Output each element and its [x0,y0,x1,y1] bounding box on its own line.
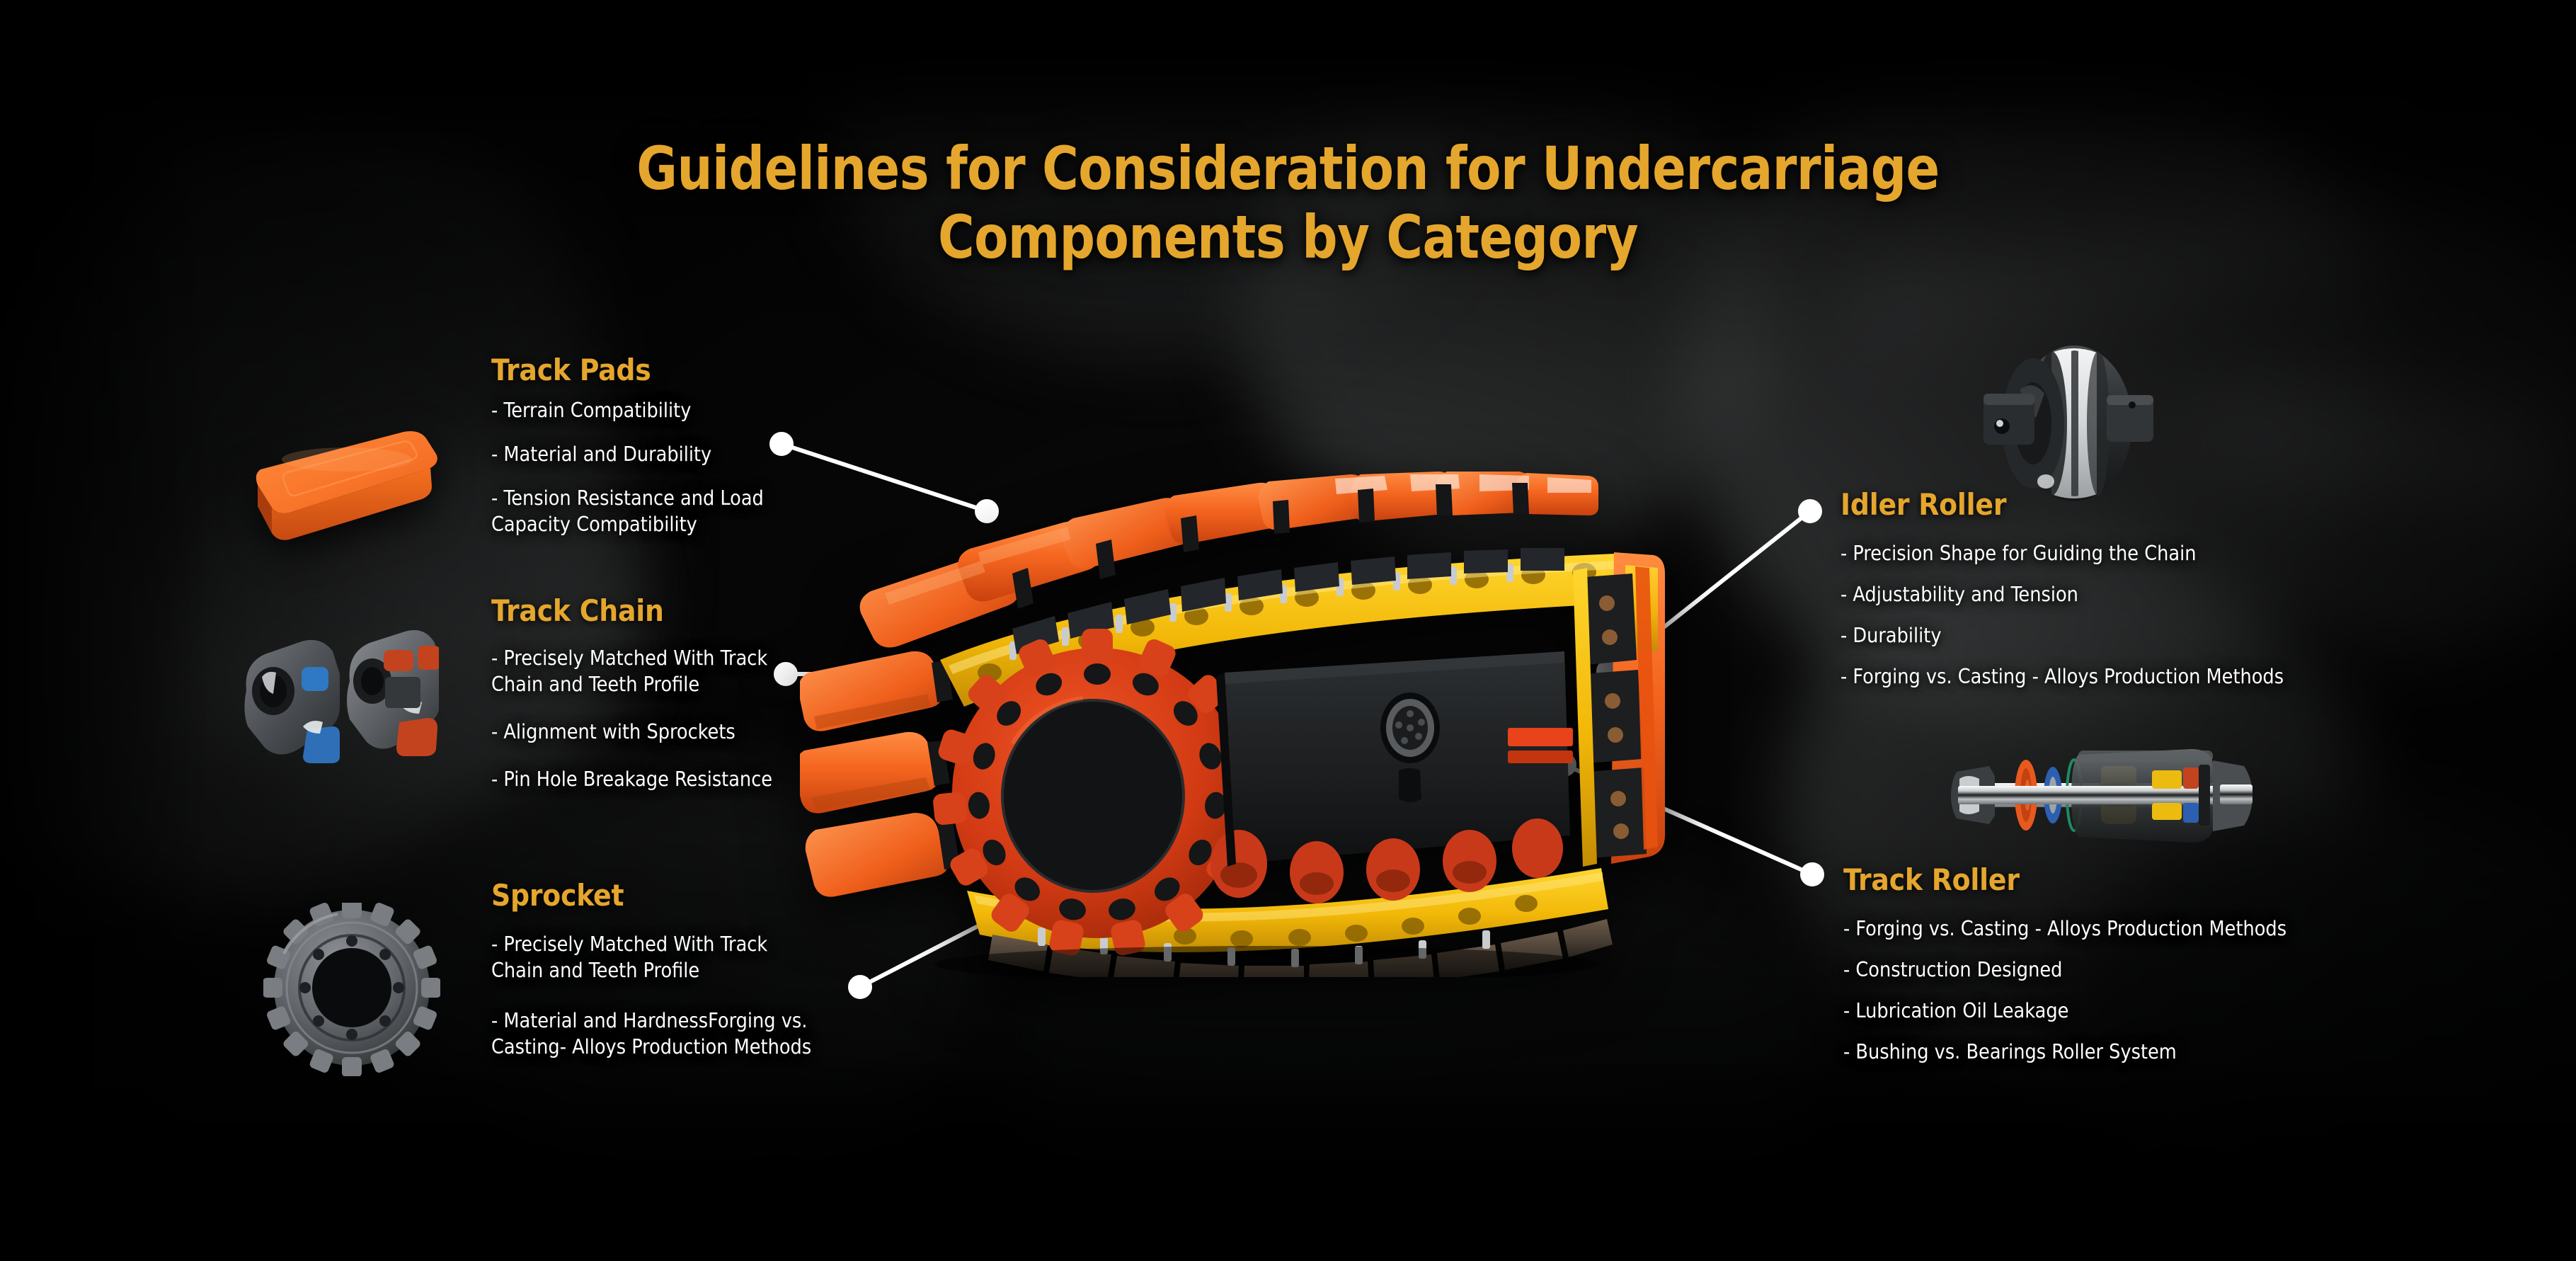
section-idler-roller: Idler Roller - Precision Shape for Guidi… [1841,487,2350,704]
bullet-track-chain-2: - Alignment with Sprockets [491,720,735,744]
track-pad-thumbnail [256,431,437,540]
hero-shoe-plates-upper [1012,548,1564,654]
bullet-track-roller-3: - Lubrication Oil Leakage [1843,999,2069,1023]
bullet-track-chain-1: - Precisely Matched With Track Chain and… [491,646,768,697]
section-heading-track-roller: Track Roller [1843,862,2020,897]
section-heading-track-chain: Track Chain [491,593,664,628]
bullet-sprocket-2: - Material and HardnessForging vs. Casti… [491,1009,812,1059]
section-sprocket: Sprocket - Precisely Matched With Track … [491,878,859,1081]
idler-roller-thumbnail [1983,346,2153,501]
section-bullets-track-pads: - Terrain Compatibility - Material and D… [491,397,824,537]
bullet-track-pads-3: - Tension Resistance and Load Capacity C… [491,486,764,537]
hero-frame [1210,651,1573,903]
bullet-track-pads-1: - Terrain Compatibility [491,399,692,422]
bullet-idler-roller-4: - Forging vs. Casting - Alloys Productio… [1841,665,2284,689]
background-top-fade [0,0,2576,149]
page-title-line-1: Guidelines for Consideration for Underca… [636,134,1940,203]
hero-chain-right [1573,552,1665,867]
section-bullets-idler-roller: - Precision Shape for Guiding the Chain … [1841,540,2350,690]
bullet-track-pads-2: - Material and Durability [491,443,712,467]
track-chain-thumbnail [244,630,439,763]
hero-chain-upper [940,554,1621,707]
background-left-fade [0,0,212,1261]
hero-track-pads-top [859,472,1598,648]
bullet-idler-roller-3: - Durability [1841,624,1942,648]
section-bullets-sprocket: - Precisely Matched With Track Chain and… [491,931,859,1060]
bullet-track-roller-2: - Construction Designed [1843,958,2063,982]
section-track-pads: Track Pads - Terrain Compatibility - Mat… [491,353,824,555]
bullet-idler-roller-1: - Precision Shape for Guiding the Chain [1841,542,2197,565]
bullet-idler-roller-2: - Adjustability and Tension [1841,583,2078,607]
bullet-track-roller-4: - Bushing vs. Bearings Roller System [1843,1040,2177,1064]
undercarriage-assembly-image [800,472,1665,977]
bullet-sprocket-1: - Precisely Matched With Track Chain and… [491,932,768,983]
section-heading-sprocket: Sprocket [491,878,624,913]
section-bullets-track-chain: - Precisely Matched With Track Chain and… [491,645,831,792]
section-bullets-track-roller: - Forging vs. Casting - Alloys Productio… [1843,915,2353,1065]
page-title: Guidelines for Consideration for Underca… [90,134,2485,273]
sprocket-thumbnail [263,903,440,1076]
section-track-roller: Track Roller - Forging vs. Casting - All… [1843,862,2353,1080]
bullet-track-chain-3: - Pin Hole Breakage Resistance [491,768,773,792]
bullet-track-roller-1: - Forging vs. Casting - Alloys Productio… [1843,917,2287,940]
section-track-chain: Track Chain - Precisely Matched With Tra… [491,593,831,814]
section-heading-track-pads: Track Pads [491,353,651,387]
track-roller-thumbnail [1951,749,2252,843]
section-heading-idler-roller: Idler Roller [1841,487,2007,522]
page-title-line-2: Components by Category [937,202,1639,273]
background-bottom-fade [0,1049,2576,1261]
